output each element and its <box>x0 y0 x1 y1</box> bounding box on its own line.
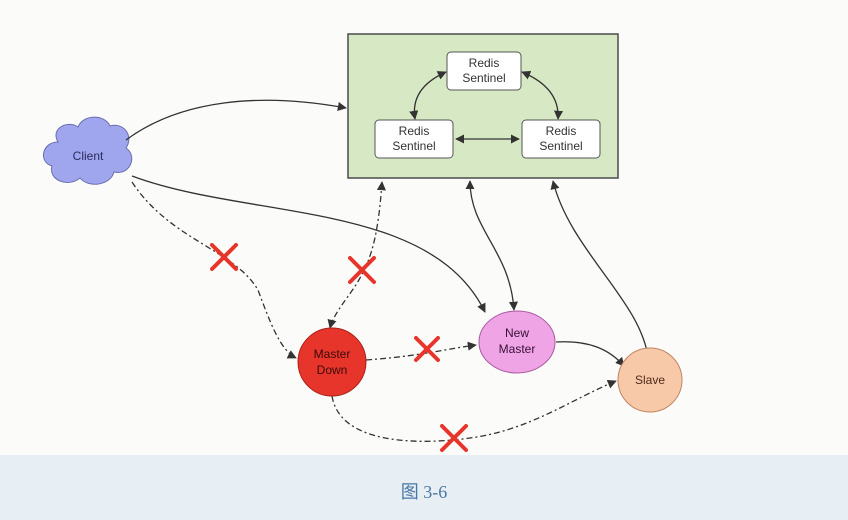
client-cloud: Client <box>43 116 133 185</box>
failure-x-icon <box>414 336 440 362</box>
client-label: Client <box>73 149 104 163</box>
client-to-sentinels-arrow <box>125 99 347 141</box>
new-master-to-slave-arrow <box>555 341 625 367</box>
sentinel-to-new-master-arrow <box>465 180 518 311</box>
sentinel-right-node: Redis Sentinel <box>521 119 601 159</box>
slave-label: Slave <box>635 373 665 387</box>
sentinel-left-line1: Redis <box>399 124 430 138</box>
failure-x-icon <box>348 256 376 284</box>
failure-x-icon <box>210 243 238 271</box>
master-down-line2: Down <box>317 363 348 377</box>
client-to-master-down-dashed <box>131 181 297 359</box>
sentinel-link-top-left <box>409 71 447 120</box>
sentinel-left-node: Redis Sentinel <box>374 119 454 159</box>
master-down-node: Master Down <box>297 327 367 397</box>
sentinel-top-node: Redis Sentinel <box>446 51 522 91</box>
failure-x-icon <box>440 424 468 452</box>
new-master-line1: New <box>505 326 529 340</box>
redis-sentinel-diagram: Redis Sentinel Redis Sentinel Redis Sent… <box>43 33 683 452</box>
master-down-line1: Master <box>314 347 351 361</box>
sentinel-left-line2: Sentinel <box>392 139 435 153</box>
new-master-node <box>478 310 556 374</box>
slave-node <box>617 347 683 413</box>
new-master-line2: Master <box>499 342 536 356</box>
sentinel-link-top-right <box>521 70 564 120</box>
sentinel-top-line1: Redis <box>469 56 500 70</box>
sentinel-right-line2: Sentinel <box>539 139 582 153</box>
sentinel-to-master-down-dashed <box>327 181 386 329</box>
figure-caption: 图 3-6 <box>400 482 448 502</box>
client-to-new-master-arrow <box>131 175 486 313</box>
bottom-band <box>0 455 848 520</box>
sentinel-right-line1: Redis <box>546 124 577 138</box>
sentinel-to-slave-arrow <box>550 180 652 358</box>
master-down-to-slave-dashed <box>331 379 617 442</box>
master-down-to-new-master-dashed <box>365 341 477 361</box>
sentinel-top-line2: Sentinel <box>462 71 505 85</box>
